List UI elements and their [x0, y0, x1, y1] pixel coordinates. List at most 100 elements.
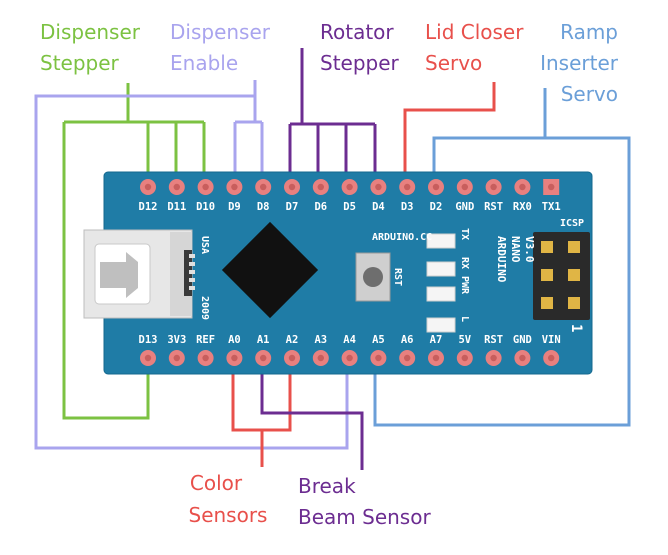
- label-color-sensors: Color Sensors: [189, 471, 268, 527]
- label-ramp-inserter-servo: Ramp Inserter Servo: [540, 20, 619, 106]
- label-dispenser-enable-line1: Dispenser: [170, 20, 271, 44]
- pin-label-bottom-a5: A5: [372, 334, 385, 346]
- pin-label-bottom-a6: A6: [401, 334, 414, 346]
- model-line-1: ARDUINO: [495, 236, 508, 283]
- pin-hole-bottom-12: [490, 354, 497, 362]
- label-dispenser-enable-line2: Enable: [170, 51, 238, 75]
- pin-hole-top-6: [317, 183, 324, 191]
- wire-dispenser-enable: [34, 80, 349, 450]
- label-dispenser-stepper: Dispenser Stepper: [40, 20, 141, 75]
- pin-hole-bottom-9: [404, 354, 411, 362]
- pin-label-top-d10: D10: [196, 201, 215, 213]
- wire-dispenser-stepper: [62, 83, 206, 420]
- icsp-header: [533, 232, 590, 320]
- label-dispenser-enable: Dispenser Enable: [170, 20, 271, 75]
- pin-label-top-d5: D5: [343, 201, 356, 213]
- label-color-sensors-line2: Sensors: [189, 503, 268, 527]
- pin-hole-bottom-4: [260, 354, 267, 362]
- reset-button: [355, 252, 391, 302]
- pin-hole-bottom-10: [432, 354, 440, 362]
- pin-hole-bottom-0: [144, 354, 152, 362]
- pin-label-bottom-a7: A7: [430, 334, 443, 346]
- pin-label-bottom-gnd: GND: [513, 334, 532, 346]
- pin-hole-top-2: [202, 183, 209, 191]
- bottom-pin-pads: [140, 350, 560, 366]
- pin-label-top-tx1: TX1: [542, 201, 561, 213]
- pin-hole-bottom-1: [173, 354, 180, 362]
- pin-hole-top-3: [231, 183, 238, 191]
- pin-label-top-d7: D7: [286, 201, 299, 213]
- pin-label-top-d4: D4: [372, 201, 385, 213]
- label-color-sensors-line1: Color: [190, 471, 243, 495]
- label-ramp-inserter-servo-line2: Inserter: [540, 51, 619, 75]
- pin-label-top-d2: D2: [430, 201, 443, 213]
- top-pin-pads: [140, 179, 560, 195]
- label-break-beam-sensor: Break Beam Sensor: [298, 474, 431, 529]
- pin-hole-top-4: [260, 183, 267, 191]
- pin-hole-top-13: [519, 183, 526, 191]
- model-line-3: V3.0: [523, 236, 536, 263]
- icsp-pin1-label: 1: [568, 324, 584, 332]
- pin-label-bottom-a1: A1: [257, 334, 270, 346]
- top-pin-labels: D12 D11 D10 D9 D8 D7 D6 D5 D4 D3 D2 GND RST RX0 TX1: [139, 201, 561, 213]
- pin-label-top-gnd: GND: [455, 201, 474, 213]
- status-leds: [426, 233, 456, 333]
- wire-break-beam-sensor: [260, 372, 364, 470]
- usa-label: USA: [199, 236, 210, 254]
- wire-ramp-inserter-servo: [373, 88, 631, 427]
- pin-label-top-d6: D6: [314, 201, 327, 213]
- label-lid-closer-servo: Lid Closer Servo: [425, 20, 524, 75]
- pin-hole-bottom-6: [317, 354, 324, 362]
- pin-label-bottom-3v3: 3V3: [167, 334, 186, 346]
- pin-hole-top-1: [173, 183, 180, 191]
- pin-label-bottom-rst: RST: [484, 334, 503, 346]
- usb-connector: [83, 229, 195, 319]
- pin-label-bottom-d13: D13: [139, 334, 158, 346]
- pin-hole-top-0: [144, 183, 152, 191]
- pin-label-bottom-5v: 5V: [458, 334, 471, 346]
- led-label-pwr: PWR: [459, 276, 470, 295]
- label-ramp-inserter-servo-line3: Servo: [561, 82, 618, 106]
- pin-hole-bottom-8: [375, 354, 382, 362]
- pin-label-top-d3: D3: [401, 201, 414, 213]
- pin-hole-top-11: [461, 183, 468, 191]
- pin-hole-top-8: [375, 183, 382, 191]
- label-dispenser-stepper-line1: Dispenser: [40, 20, 141, 44]
- pin-label-top-d8: D8: [257, 201, 270, 213]
- pin-label-bottom-a3: A3: [314, 334, 327, 346]
- model-line-2: NANO: [509, 236, 522, 263]
- year-label: 2009: [199, 296, 210, 320]
- pin-label-top-d11: D11: [167, 201, 186, 213]
- pin-hole-top-14: [548, 183, 555, 191]
- pin-hole-top-9: [404, 183, 411, 191]
- pin-label-bottom-ref: REF: [196, 334, 215, 346]
- label-rotator-stepper-line2: Stepper: [320, 51, 400, 75]
- led-label-l: L: [459, 316, 470, 322]
- rst-button-label: RST: [392, 268, 403, 286]
- pin-label-bottom-a0: A0: [228, 334, 241, 346]
- label-dispenser-stepper-line2: Stepper: [40, 51, 120, 75]
- led-label-tx: TX: [459, 228, 470, 240]
- pin-hole-top-5: [288, 183, 296, 191]
- pin-label-bottom-a4: A4: [343, 334, 356, 346]
- pin-hole-top-7: [346, 183, 353, 191]
- mcu-chip: [221, 221, 319, 319]
- wire-color-sensors: [231, 372, 292, 467]
- led-label-rx: RX: [459, 257, 470, 269]
- pin-hole-bottom-7: [346, 354, 353, 362]
- board-site-label: ARDUINO.CC: [372, 232, 432, 243]
- bottom-pin-labels: D13 3V3 REF A0 A1 A2 A3 A4 A5 A6 A7 5V RST GND VIN: [139, 334, 561, 346]
- pin-label-bottom-vin: VIN: [542, 334, 561, 346]
- pin-label-top-rx0: RX0: [513, 201, 532, 213]
- label-break-beam-sensor-line2: Beam Sensor: [298, 505, 431, 529]
- pin-label-bottom-a2: A2: [286, 334, 299, 346]
- pin-hole-bottom-11: [461, 354, 468, 362]
- pin-label-top-d9: D9: [228, 201, 241, 213]
- wire-lid-closer-servo: [403, 82, 496, 187]
- label-lid-closer-servo-line1: Lid Closer: [425, 20, 524, 44]
- label-lid-closer-servo-line2: Servo: [425, 51, 482, 75]
- pin-label-top-d12: D12: [139, 201, 158, 213]
- pin-label-top-rst: RST: [484, 201, 503, 213]
